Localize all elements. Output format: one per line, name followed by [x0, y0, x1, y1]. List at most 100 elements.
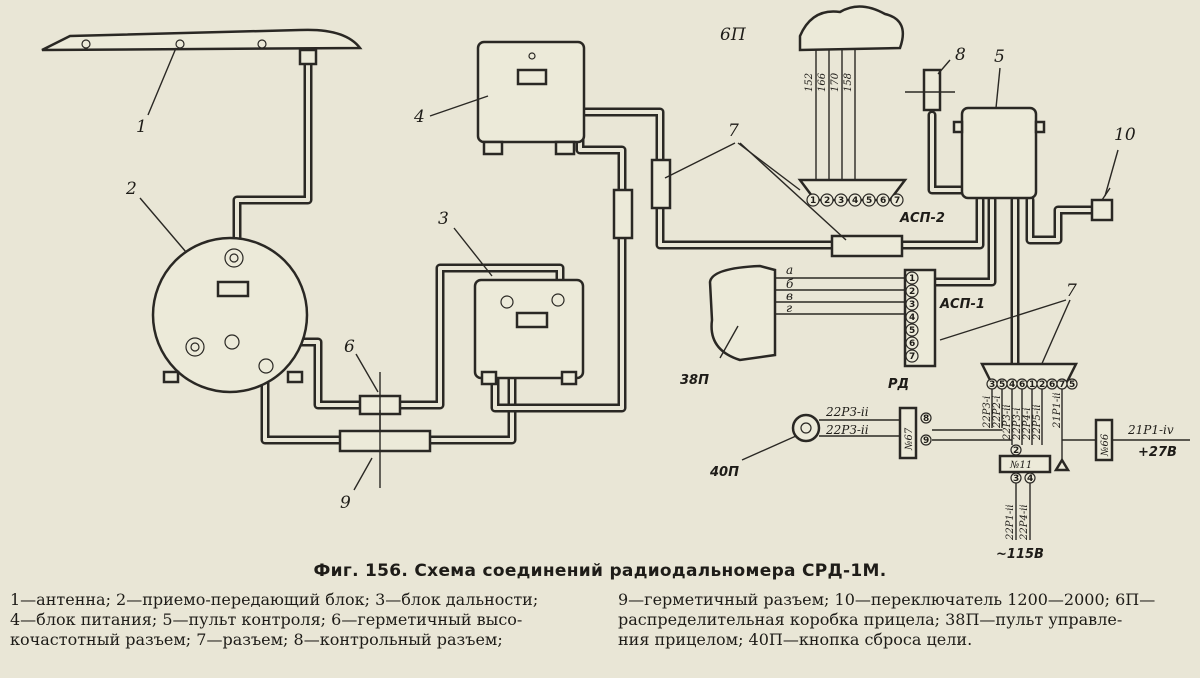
trunk-connectors	[612, 158, 904, 258]
svg-text:4: 4	[852, 196, 858, 206]
svg-text:22РЗ-ii: 22РЗ-ii	[825, 405, 869, 419]
svg-text:8: 8	[923, 414, 929, 424]
svg-text:1: 1	[1029, 380, 1035, 390]
label-connector: 7	[728, 121, 739, 141]
label-antenna: 1	[136, 117, 147, 137]
svg-text:1: 1	[909, 274, 915, 284]
wire-170: 170	[830, 72, 841, 92]
bottom-connector: 3 5 4 6 1 2 6 7 5 22РЗ-i 22Р2-i 22Р3-ii …	[979, 362, 1079, 470]
svg-text:22Р1-ii: 22Р1-ii	[1005, 504, 1016, 541]
reset-button: 40П 22РЗ-ii 22РЗ-ii	[709, 405, 900, 480]
terminal-67: №67 9 8	[898, 406, 932, 460]
svg-text:6: 6	[880, 196, 886, 206]
asp2-label: АСП-2	[899, 211, 945, 226]
terminal-11: №11 2 3 4 22Р1-ii 22Р4-ii	[998, 444, 1052, 541]
wire-158: 158	[843, 73, 854, 92]
svg-text:22Р5-ii: 22Р5-ii	[1032, 404, 1043, 441]
legend-line: ния прицелом; 40П—кнопка сброса цели.	[618, 630, 973, 649]
svg-text:б: б	[786, 277, 794, 291]
rd-connector: 1 2 3 4 5 6 7	[903, 268, 937, 368]
range-unit	[473, 278, 585, 386]
asp2-connector: 1 2 3 4 5 6 7	[797, 178, 908, 207]
connector-7-pointers	[664, 142, 847, 241]
switch	[1090, 187, 1114, 222]
legend-line: 1—антенна; 2—приемо-передающий блок; 3—б…	[10, 590, 539, 609]
label-test-connector: 8	[955, 45, 966, 65]
svg-text:7: 7	[894, 196, 900, 206]
connector-7b-pointers	[939, 299, 1071, 369]
svg-text:№66: №66	[1100, 433, 1111, 457]
test-connector	[905, 68, 955, 112]
label-power-unit: 4	[413, 107, 425, 127]
control-panel	[952, 106, 1046, 200]
sight-box-label: 6П	[720, 25, 747, 45]
sight-box: 6П 152 166 170 158	[720, 5, 905, 184]
label-transceiver: 2	[125, 179, 137, 199]
svg-text:7: 7	[909, 352, 915, 362]
svg-text:4: 4	[909, 313, 915, 323]
svg-text:2: 2	[1039, 380, 1045, 390]
label-control-panel: 5	[994, 47, 1005, 67]
svg-text:22РЗ-i: 22РЗ-i	[982, 396, 993, 429]
sight-panel: 38П а б в г	[680, 263, 905, 388]
transceiver-unit	[151, 236, 309, 394]
label-switch: 10	[1114, 125, 1136, 145]
legend-line: 9—герметичный разъем; 10—переключатель 1…	[618, 590, 1156, 609]
svg-text:в: в	[786, 289, 793, 303]
svg-text:а: а	[786, 263, 793, 277]
svg-text:№11: №11	[1009, 460, 1032, 471]
svg-text:5: 5	[909, 326, 915, 336]
svg-text:2: 2	[1013, 446, 1019, 456]
svg-text:3: 3	[989, 380, 995, 390]
hermetic-connector	[338, 410, 432, 488]
svg-text:5: 5	[999, 380, 1005, 390]
svg-text:22Р4-i: 22Р4-i	[1022, 408, 1033, 441]
legend-right: 9—герметичный разъем; 10—переключатель 1…	[618, 590, 1155, 650]
sight-panel-label: 38П	[680, 373, 709, 388]
svg-text:5: 5	[1069, 380, 1075, 390]
label-hf-connector: 6	[344, 337, 355, 357]
svg-text:3: 3	[1013, 474, 1019, 484]
terminal-66: №66	[1053, 418, 1190, 472]
svg-text:22РЗ-ii: 22РЗ-ii	[825, 423, 869, 437]
svg-text:2: 2	[909, 287, 915, 297]
svg-text:№67: №67	[904, 427, 915, 451]
label-connector-b: 7	[1066, 281, 1077, 301]
svg-text:9: 9	[923, 436, 929, 446]
wiring-diagram: 1 2 6 9 3	[41, 5, 1190, 560]
wire-21p1-iv: 21Р1-iv	[1127, 423, 1174, 437]
svg-text:6: 6	[1019, 380, 1025, 390]
figure-caption: Фиг. 156. Схема соединений радиодальноме…	[313, 561, 887, 581]
svg-text:6: 6	[1049, 380, 1055, 390]
dc-label: +27В	[1138, 445, 1177, 460]
reset-button-label: 40П	[709, 465, 739, 480]
svg-text:г: г	[786, 301, 792, 315]
svg-text:22Р3-i: 22Р3-i	[1012, 408, 1023, 441]
legend-line: 4—блок питания; 5—пульт контроля; 6—герм…	[10, 610, 523, 629]
svg-text:3: 3	[838, 196, 844, 206]
svg-text:3: 3	[909, 300, 915, 310]
power-unit	[476, 40, 586, 156]
svg-text:1: 1	[810, 196, 816, 206]
legend-left: 1—антенна; 2—приемо-передающий блок; 3—б…	[10, 590, 538, 650]
svg-text:22Р2-i: 22Р2-i	[992, 396, 1003, 429]
antenna	[41, 28, 363, 66]
wire-152: 152	[804, 73, 815, 92]
label-range-unit: 3	[438, 209, 449, 229]
hf-connector	[358, 372, 402, 436]
svg-text:21Р1-ii: 21Р1-ii	[1052, 392, 1063, 429]
svg-text:4: 4	[1009, 380, 1015, 390]
svg-text:22Р3-ii: 22Р3-ii	[1002, 404, 1013, 441]
svg-text:2: 2	[824, 196, 830, 206]
svg-text:22Р4-ii: 22Р4-ii	[1019, 504, 1030, 541]
svg-text:7: 7	[1059, 380, 1065, 390]
svg-text:5: 5	[866, 196, 872, 206]
legend-line: кочастотный разъем; 7—разъем; 8—контроль…	[10, 630, 503, 649]
legend-line: распределительная коробка прицела; 38П—п…	[618, 610, 1123, 629]
wire-166: 166	[817, 72, 828, 92]
asp1-label: АСП-1	[939, 297, 985, 312]
svg-text:4: 4	[1027, 474, 1033, 484]
rd-label: РД	[888, 377, 909, 392]
label-hermetic-connector: 9	[340, 493, 351, 513]
